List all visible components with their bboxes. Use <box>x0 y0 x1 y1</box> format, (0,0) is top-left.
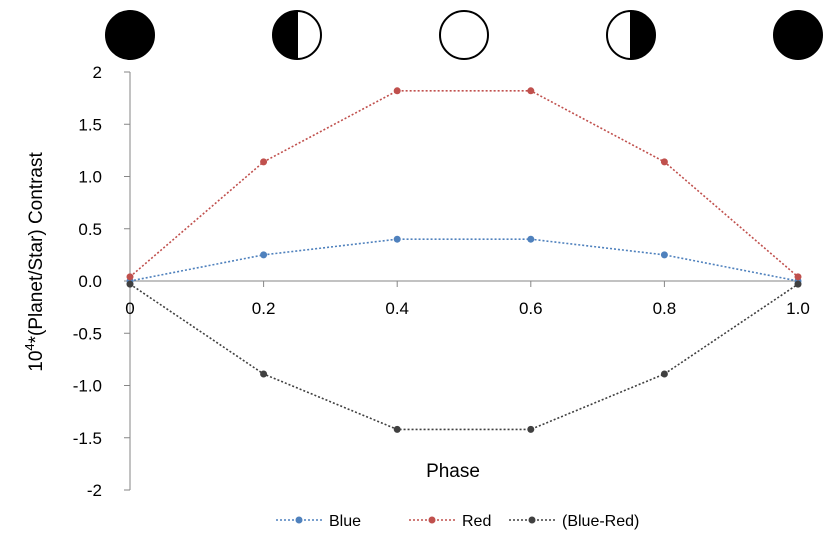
x-tick-label: 0.6 <box>519 299 543 318</box>
series-line <box>129 283 799 431</box>
x-tick-label: 0.2 <box>252 299 276 318</box>
phase-shape-dark-half <box>273 11 297 59</box>
phase-shape-dark-half <box>631 11 655 59</box>
series-point <box>794 273 802 281</box>
series-line <box>129 238 799 282</box>
y-tick-label: 0.5 <box>78 220 102 239</box>
phase-icon-last-quarter <box>606 10 656 60</box>
series-point <box>260 370 268 378</box>
legend-item-3: (Blue-Red) <box>509 513 639 530</box>
legend-marker <box>528 516 536 524</box>
legend-marker <box>428 516 436 524</box>
y-tick-label: 0.0 <box>78 272 102 291</box>
y-tick-label: 1.5 <box>78 115 102 134</box>
series-point <box>393 87 401 95</box>
series-point <box>527 235 535 243</box>
y-tick-label: -0.5 <box>73 324 102 343</box>
axes: 2 1.5 1.0 0.5 0.0 -0.5 -1.0 -1.5 -2 0 0.2 0.4 0.6 0.8… <box>73 63 810 500</box>
legend-marker <box>295 516 303 524</box>
series-point <box>527 87 535 95</box>
y-tick-label: -2 <box>87 481 102 500</box>
series-1 <box>126 235 802 285</box>
phase-icon-first-quarter <box>272 10 322 60</box>
x-axis-title: Phase <box>426 461 480 482</box>
series-point <box>794 280 802 288</box>
series-point <box>393 425 401 433</box>
y-tick-label: -1.5 <box>73 429 102 448</box>
series-point <box>260 251 268 259</box>
series-point <box>126 273 134 281</box>
phase-icons <box>105 10 823 60</box>
y-tick-label: 2 <box>93 63 102 82</box>
phase-icon-full <box>439 10 489 60</box>
phase-shape <box>773 10 823 60</box>
legend-label: (Blue-Red) <box>562 513 639 530</box>
x-tick-label: 0.8 <box>653 299 677 318</box>
series-point <box>260 158 268 166</box>
y-tick-label: 1.0 <box>78 168 102 187</box>
legend-item-2: Red <box>409 513 491 530</box>
phase-shape <box>105 10 155 60</box>
series-point <box>527 425 535 433</box>
legend-item-1: Blue <box>276 513 361 530</box>
y-tick-label: -1.0 <box>73 377 102 396</box>
series-point <box>660 251 668 259</box>
legend: Blue Red (Blue-Red) <box>276 513 639 530</box>
y-axis-title: 104*(Planet/Star) Contrast <box>22 152 47 372</box>
series-3 <box>126 280 802 433</box>
series-point <box>393 235 401 243</box>
phase-icon-new <box>105 10 155 60</box>
series-point <box>660 158 668 166</box>
x-tick-label: 0 <box>125 299 134 318</box>
series-2 <box>126 87 802 281</box>
phase-shape <box>439 10 489 60</box>
x-tick-label: 0.4 <box>385 299 409 318</box>
x-tick-label: 1.0 <box>786 299 810 318</box>
phase-icon-new <box>773 10 823 60</box>
series-line <box>129 90 799 278</box>
series-point <box>126 280 134 288</box>
legend-label: Blue <box>329 513 361 530</box>
series-point <box>660 370 668 378</box>
legend-label: Red <box>462 513 491 530</box>
series-layer <box>126 87 802 433</box>
